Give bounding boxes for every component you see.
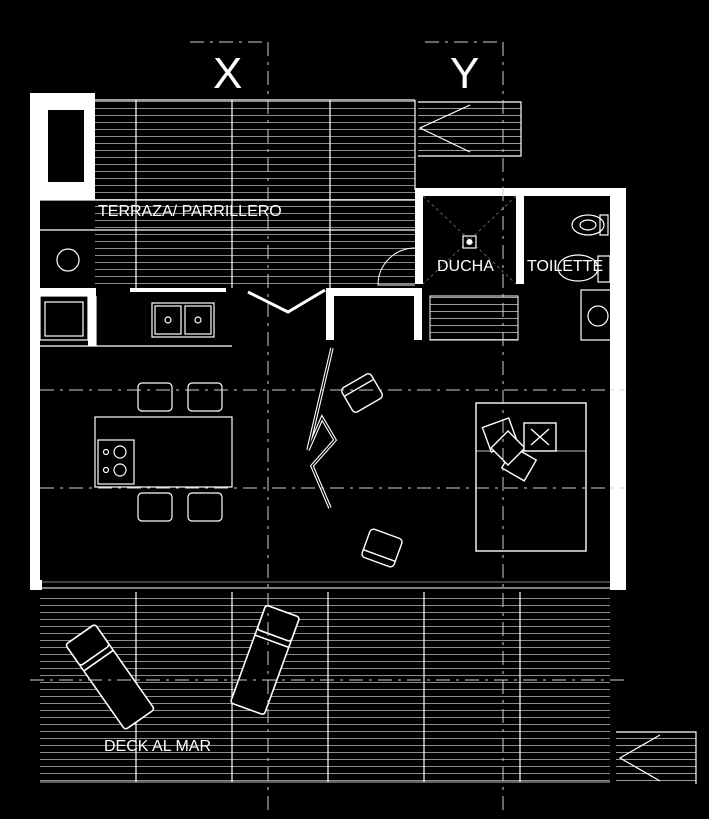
stair-icon [429,295,519,341]
stair-icon [418,101,522,157]
cushion-icon [481,417,557,482]
grid-lines [30,41,625,810]
shower-drain-icon [422,195,517,285]
stair-icon [616,731,697,784]
window-lines [33,390,621,589]
folding-partition [247,288,326,314]
bidet-icon [571,214,609,236]
barbecue-chimney [30,93,95,200]
chair-icon [137,382,223,522]
folding-screen [306,347,338,509]
terrace-area [40,99,416,288]
toilette-label: TOILETTE [527,258,603,275]
terraza-label: TERRAZA/ PARRILLERO [98,203,282,220]
sink-icon [151,302,215,338]
drain-icon [56,248,80,272]
kitchen [39,295,232,347]
axis-x-label: X [213,49,242,98]
exterior-walls [30,188,626,590]
axis-y-label: Y [450,49,479,98]
stove-icon [97,439,135,485]
kitchen-island [94,416,233,488]
ducha-label: DUCHA [437,258,494,275]
bathroom-door [377,247,416,286]
sink-icon [580,289,618,341]
toilet-icon [557,254,611,283]
chair-icon [341,373,403,568]
deck-label: DECK AL MAR [104,738,211,755]
